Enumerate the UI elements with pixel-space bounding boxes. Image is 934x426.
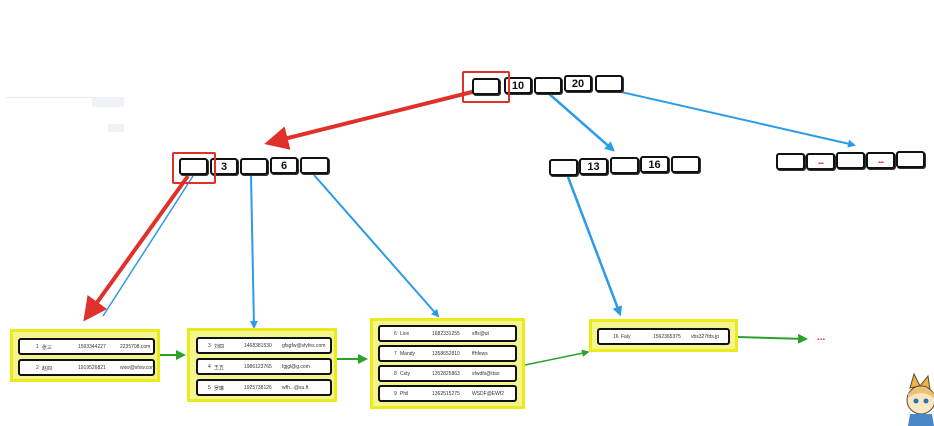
row-id: 2 (36, 365, 39, 371)
row-id: 1 (36, 344, 39, 350)
leaf-page: 6 Liox 1682331255 sffs@ut 7 Mandy 135865… (370, 318, 525, 409)
row-id: 6 (394, 331, 397, 337)
row-email: sfwdfs@ttao (472, 371, 500, 377)
row-id: 8 (394, 371, 397, 377)
row-name: 刘四 (214, 344, 225, 350)
background-ghost-shape (108, 124, 124, 132)
row-email: 2235708.com (120, 344, 151, 350)
row-email: ffhfews (472, 351, 488, 357)
node-pointer-slot (671, 156, 700, 173)
table-row: 16 Faly 1562365375 vbs327fds.jp (597, 328, 730, 345)
leaf-link-arrow (524, 349, 590, 366)
row-phone: 1593344227 (78, 344, 106, 350)
table-row: 6 Liox 1682331255 sffs@ut (378, 325, 517, 342)
row-phone: 1358652810 (432, 351, 460, 357)
node-key-slot: 10 (504, 77, 532, 94)
table-row: 7 Mandy 1358652810 ffhfews (378, 345, 517, 362)
row-phone: 1468381530 (244, 343, 272, 349)
search-highlight (462, 71, 510, 103)
table-row: 2 赵四 1919526821 wxw@sfxw.com (18, 359, 155, 376)
row-email: sffs@ut (472, 331, 489, 337)
row-phone: 1352825863 (432, 371, 460, 377)
table-row: 3 刘四 1468381530 gfsgfw@sfyfes.com (196, 337, 332, 354)
row-name: Liox (400, 331, 410, 337)
node-pointer-slot (836, 152, 865, 169)
row-name: 赵四 (42, 366, 53, 372)
node-pointer-slot (534, 77, 562, 94)
row-email: vbs327fds.jp (691, 334, 720, 340)
row-phone: 1919526821 (78, 365, 106, 371)
row-name: 罗琳 (214, 386, 225, 392)
node-pointer-slot (179, 158, 208, 175)
table-row: 9 Phil 1362515275 WSDF@EWf2 (378, 385, 517, 402)
pointer-arrow (102, 175, 194, 317)
search-path-arrow (264, 86, 489, 150)
row-email: wfh...@su.ft (282, 385, 309, 391)
node-key-slot: 16 (640, 156, 669, 173)
background-ghost-shape (92, 97, 124, 107)
row-phone: 1925738126 (244, 385, 272, 391)
background-ghost-line (6, 97, 96, 98)
row-name: Mandy (400, 351, 416, 357)
node-key-slot: 13 (579, 158, 608, 175)
table-row: 8 Csty 1352825863 sfwdfs@ttao (378, 365, 517, 382)
node-pointer-slot (549, 159, 578, 176)
row-email: gfsgfw@sfyfes.com (282, 343, 326, 349)
row-id: 5 (208, 385, 211, 391)
row-email: WSDF@EWf2 (472, 391, 505, 397)
pointer-arrow (566, 176, 623, 317)
node-pointer-slot (896, 151, 925, 168)
node-pointer-slot (300, 157, 329, 174)
node-key-slot: 3 (210, 158, 238, 175)
row-id: 3 (208, 343, 211, 349)
row-name: Phil (400, 391, 409, 397)
node-key-slot: 6 (270, 157, 298, 174)
row-phone: 1986123765 (244, 364, 272, 370)
mascot-sticker (906, 372, 934, 426)
row-name: 张三 (42, 345, 53, 351)
row-id: 9 (394, 391, 397, 397)
pointer-arrow (313, 174, 440, 318)
node-pointer-slot (240, 158, 268, 175)
table-row: 4 王五 1986123765 fgjgl@g.com (196, 358, 332, 375)
search-highlight (172, 152, 216, 184)
row-phone: 1562365375 (653, 334, 681, 340)
pointer-arrow (546, 91, 615, 152)
row-phone: 1682331255 (432, 331, 460, 337)
row-id: 16 (613, 334, 619, 340)
node-pointer-slot (595, 75, 623, 92)
row-phone: 1362515275 (432, 391, 460, 397)
row-id: 4 (208, 364, 211, 370)
continuation-label: ... (817, 332, 826, 343)
pointer-arrow (607, 88, 856, 148)
row-name: Faly (621, 334, 631, 340)
search-path-arrow (83, 174, 190, 322)
table-row: 1 张三 1593344227 2235708.com (18, 338, 155, 355)
row-name: Csty (400, 371, 410, 377)
node-key-slot: ... (866, 152, 895, 169)
row-email: fgjgl@g.com (282, 364, 310, 370)
node-pointer-slot (776, 153, 805, 170)
node-key-slot: ... (806, 153, 835, 170)
node-pointer-slot (610, 157, 639, 174)
pointer-arrow (249, 174, 258, 329)
leaf-page: 3 刘四 1468381530 gfsgfw@sfyfes.com 4 王五 1… (187, 328, 337, 402)
row-email: wxw@sfxw.com (120, 365, 156, 371)
row-id: 7 (394, 351, 397, 357)
table-row: 5 罗琳 1925738126 wfh...@su.ft (196, 379, 332, 396)
node-pointer-slot (472, 78, 500, 95)
row-name: 王五 (214, 365, 225, 371)
leaf-page: 1 张三 1593344227 2235708.com 2 赵四 1919526… (10, 329, 160, 382)
leaf-link-arrow (737, 333, 808, 344)
node-key-slot: 20 (564, 75, 592, 92)
leaf-page: 16 Faly 1562365375 vbs327fds.jp (589, 319, 738, 352)
